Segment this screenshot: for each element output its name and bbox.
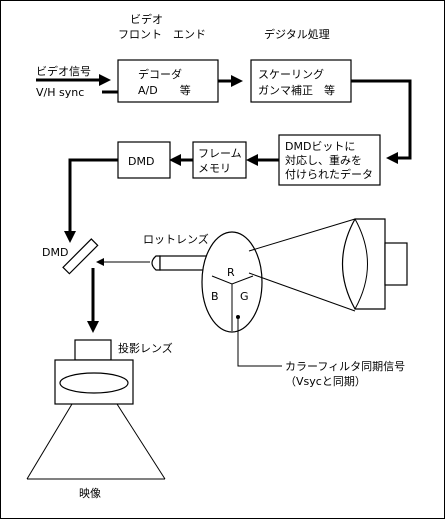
scaling-line2: ガンマ補正 等 bbox=[258, 83, 335, 97]
decoder-box bbox=[117, 59, 219, 103]
lamp-base bbox=[384, 242, 408, 286]
decoder-line1: デコーダ bbox=[138, 67, 182, 81]
scaling-line1: スケーリング bbox=[258, 67, 324, 81]
projection-cone-left bbox=[26, 403, 73, 480]
projection-cone-right bbox=[116, 403, 166, 480]
dmd-bits-box bbox=[278, 134, 381, 186]
frame-memory-line1: フレーム bbox=[198, 147, 242, 160]
dmd-box bbox=[117, 141, 171, 179]
sync-signal-line bbox=[237, 317, 282, 367]
frame-memory-box bbox=[192, 141, 247, 179]
rod-lens-label: ロットレンズ bbox=[143, 232, 209, 246]
digital-processing-label: デジタル処理 bbox=[264, 27, 330, 41]
dmd-mirror bbox=[62, 238, 99, 275]
dmd-bits-line1: DMDビットに bbox=[285, 140, 355, 153]
frame-memory-line2: メモリ bbox=[198, 162, 231, 175]
color-wheel-g: G bbox=[240, 290, 249, 303]
rod-lens-cap bbox=[151, 255, 161, 271]
scaling-box bbox=[250, 59, 352, 103]
projection-lens-glass bbox=[59, 372, 129, 394]
scaling-to-dmdbits-line bbox=[351, 79, 412, 160]
projection-lens-label: 投影レンズ bbox=[118, 341, 173, 355]
lamp-cone-top bbox=[248, 218, 356, 252]
image-label: 映像 bbox=[79, 487, 101, 500]
dmd-box-label: DMD bbox=[128, 155, 154, 168]
color-filter-sync-label-2: （Vsycと同期） bbox=[285, 375, 366, 388]
dmd-bits-line3: 付けられたデータ bbox=[285, 167, 373, 181]
vh-sync-label: V/H sync bbox=[36, 86, 84, 99]
video-frontend-label-2: フロント エンド bbox=[118, 28, 206, 41]
lamp-reflector bbox=[341, 218, 386, 310]
decoder-line2: A/D 等 bbox=[138, 83, 191, 97]
dmd-to-mirror-line bbox=[68, 158, 118, 235]
lamp-reflector-front bbox=[354, 218, 368, 310]
color-wheel bbox=[201, 231, 263, 333]
video-frontend-label-1: ビデオ bbox=[130, 12, 163, 26]
lamp-cone-bottom bbox=[248, 272, 356, 312]
dmd-mirror-label: DMD bbox=[42, 246, 68, 259]
projection-lens-top bbox=[74, 339, 112, 361]
dmd-bits-line2: 対応し、重みを bbox=[285, 153, 362, 167]
color-filter-sync-label-1: カラーフィルタ同期信号 bbox=[285, 360, 405, 373]
video-signal-label: ビデオ信号 bbox=[36, 64, 91, 78]
color-wheel-b: B bbox=[211, 290, 219, 303]
color-wheel-r: R bbox=[227, 266, 235, 279]
